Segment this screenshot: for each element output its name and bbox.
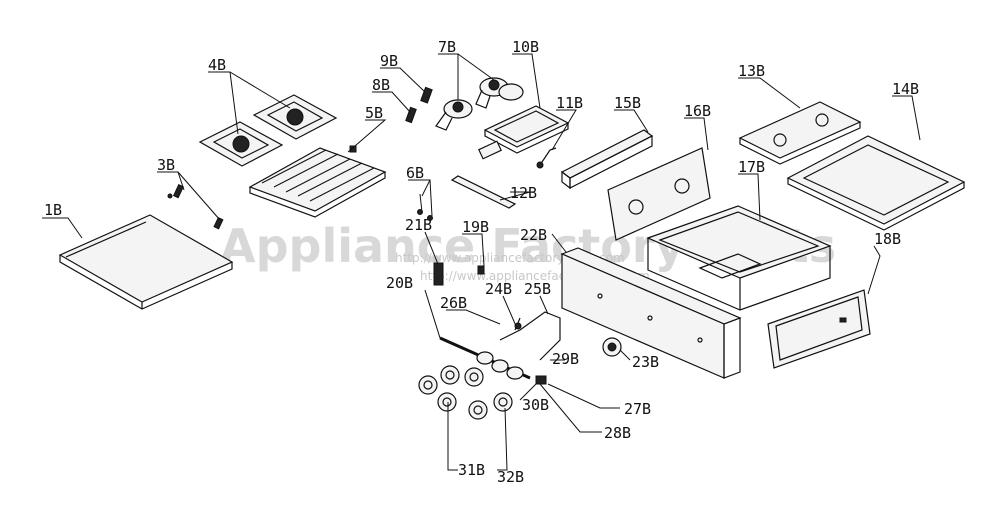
label-14b: 14B <box>892 80 919 98</box>
label-25b: 25B <box>524 280 551 298</box>
label-31b: 31B <box>458 461 485 479</box>
part-16b-back-panel <box>607 147 711 241</box>
part-19b <box>477 265 485 275</box>
label-10b: 10B <box>512 38 539 56</box>
label-27b: 27B <box>624 400 651 418</box>
part-17b-firebox <box>646 205 832 311</box>
part-5b-cooking-grate <box>248 145 387 218</box>
part-6b-21b-igniter <box>417 193 444 286</box>
label-30b: 30B <box>522 396 549 414</box>
label-19b: 19B <box>462 218 489 236</box>
label-5b: 5B <box>365 104 383 122</box>
part-12b-bracket <box>450 175 517 209</box>
part-13b-tray <box>738 101 862 165</box>
part-14b-frame <box>786 135 966 231</box>
label-24b: 24B <box>485 280 512 298</box>
label-23b: 23B <box>632 353 659 371</box>
part-4b-grates <box>198 94 338 167</box>
label-1b: 1B <box>44 201 62 219</box>
label-26b: 26B <box>440 294 467 312</box>
label-16b: 16B <box>684 102 711 120</box>
label-8b: 8B <box>372 76 390 94</box>
label-18b: 18B <box>874 230 901 248</box>
part-22b-control-rail <box>560 247 742 379</box>
label-11b: 11B <box>556 94 583 112</box>
label-13b: 13B <box>738 62 765 80</box>
label-15b: 15B <box>614 94 641 112</box>
label-9b: 9B <box>380 52 398 70</box>
label-7b: 7B <box>438 38 456 56</box>
part-1b-lid <box>58 214 234 310</box>
part-7b-burners <box>435 77 509 131</box>
label-29b: 29B <box>552 350 579 368</box>
label-21b: 21B <box>405 216 432 234</box>
part-31b-32b-knobs <box>418 365 513 420</box>
label-22b: 22B <box>520 226 547 244</box>
leader-lines <box>42 53 921 471</box>
part-10b-sear-burner <box>478 83 570 160</box>
part-labels: 1B 3B 4B 5B 6B 7B 8B 9B 10B 11B 12B 13B … <box>44 38 919 486</box>
part-11b-electrode <box>536 147 557 169</box>
label-12b: 12B <box>510 184 537 202</box>
part-18b-front-panel <box>767 289 871 369</box>
label-20b: 20B <box>386 274 413 292</box>
label-4b: 4B <box>208 56 226 74</box>
label-32b: 32B <box>497 468 524 486</box>
label-28b: 28B <box>604 424 631 442</box>
part-manifold-assembly <box>439 311 561 385</box>
label-3b: 3B <box>157 156 175 174</box>
label-6b: 6B <box>406 164 424 182</box>
part-3b-screws <box>167 184 224 230</box>
part-23b-valve <box>602 337 622 357</box>
part-8b-9b-fittings <box>405 86 433 124</box>
part-15b-panel <box>560 129 654 190</box>
label-17b: 17B <box>738 158 765 176</box>
